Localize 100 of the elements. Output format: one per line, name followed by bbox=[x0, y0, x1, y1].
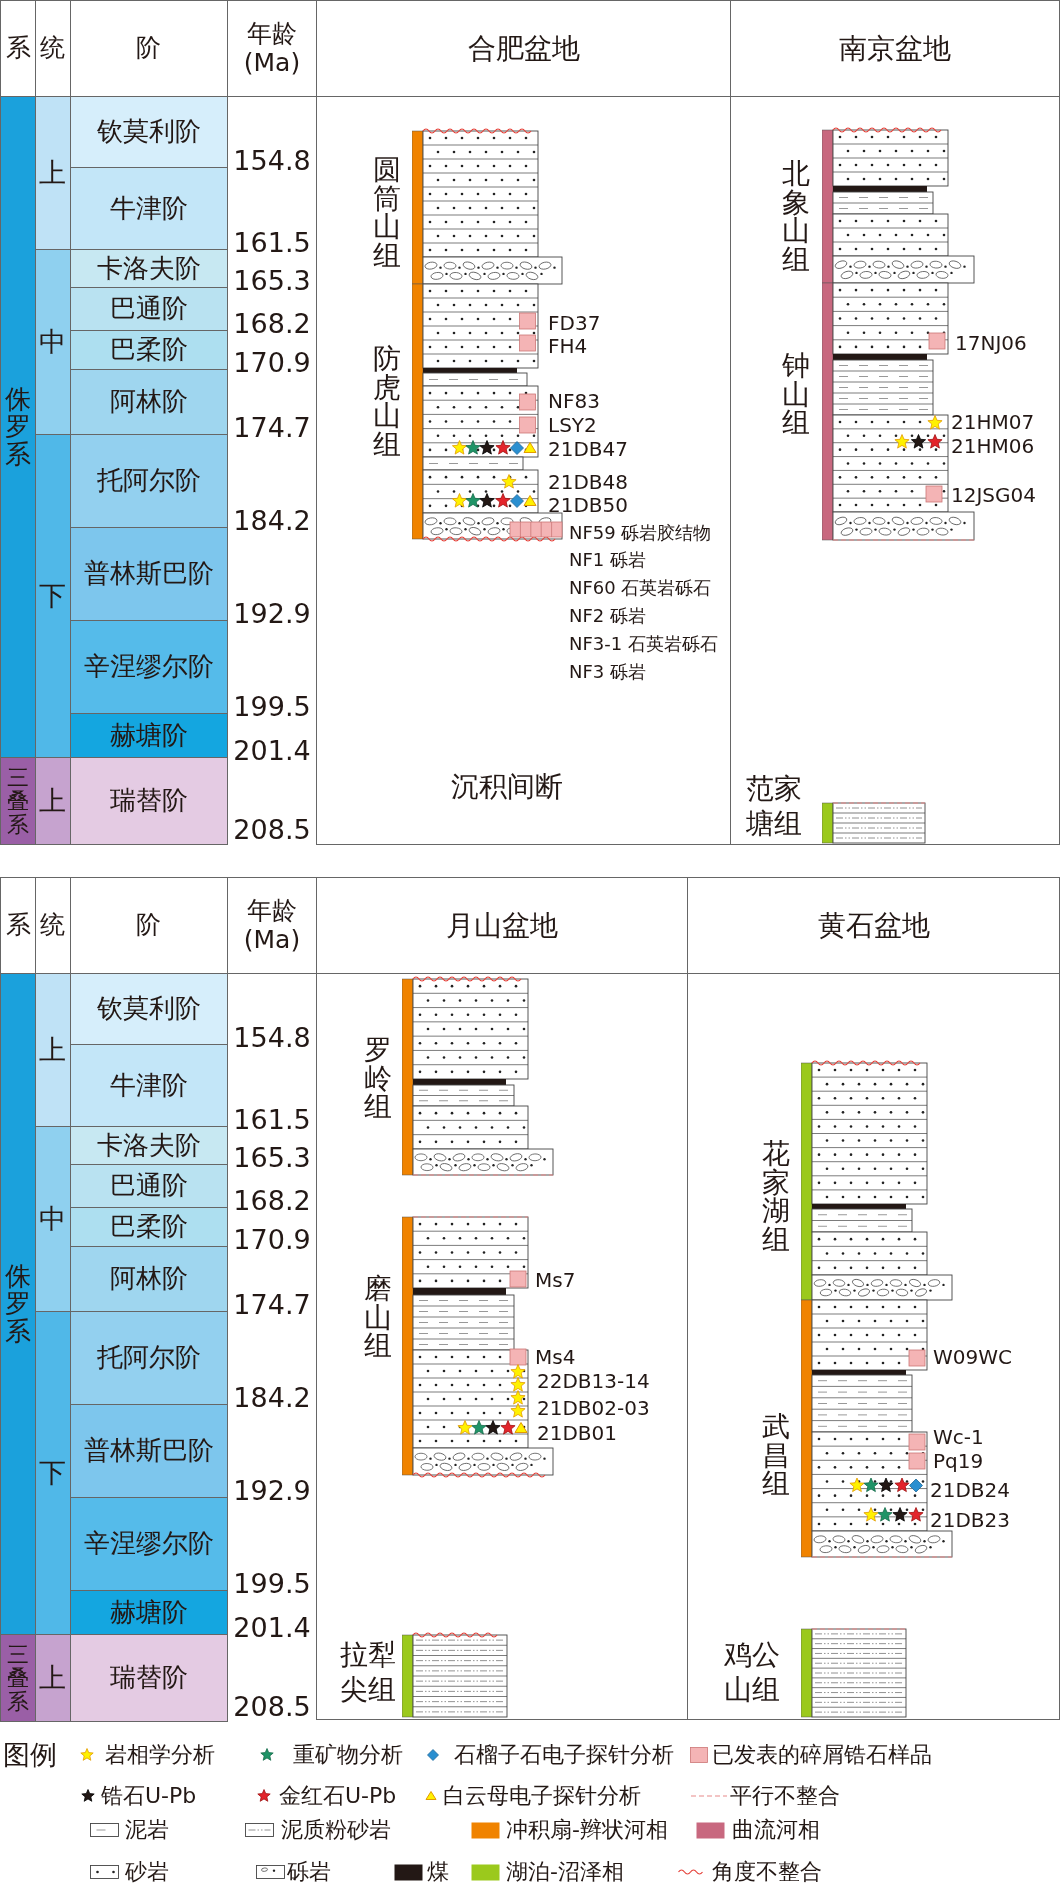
age-label: 192.9 bbox=[232, 1474, 312, 1508]
formation-name: 鸡公山组 bbox=[724, 1637, 781, 1707]
header-cell: 合肥盆地 bbox=[317, 1, 730, 97]
system-cell: 三叠系 bbox=[0, 1634, 36, 1722]
basin-panel bbox=[316, 0, 731, 845]
sample-label: 21DB47 bbox=[548, 437, 629, 461]
stage-cell: 钦莫利阶 bbox=[69, 973, 228, 1045]
sample-label: FH4 bbox=[548, 334, 588, 358]
legend-text: 岩相学分析 bbox=[105, 1742, 215, 1768]
stage-cell: 阿林阶 bbox=[69, 369, 228, 435]
series-cell: 上 bbox=[35, 96, 71, 250]
age-label: 161.5 bbox=[232, 1103, 312, 1137]
legend-text: 砂岩 bbox=[125, 1859, 169, 1884]
system-cell: 三叠系 bbox=[0, 757, 36, 845]
stage-cell: 普林斯巴阶 bbox=[69, 527, 228, 621]
age-label: 192.9 bbox=[232, 597, 312, 631]
formation-name: 防虎山组 bbox=[372, 344, 402, 460]
age-label: 208.5 bbox=[232, 1690, 312, 1724]
stage-cell: 钦莫利阶 bbox=[69, 96, 228, 168]
sample-label: NF83 bbox=[548, 389, 600, 413]
stage-cell: 巴通阶 bbox=[69, 287, 228, 331]
age-label: 154.8 bbox=[232, 1021, 312, 1055]
age-label: 201.4 bbox=[232, 734, 312, 768]
formation-name: 北象山组 bbox=[781, 159, 811, 275]
stage-cell: 托阿尔阶 bbox=[69, 434, 228, 528]
sample-label: Pq19 bbox=[933, 1449, 984, 1473]
formation-name: 武昌组 bbox=[761, 1413, 791, 1499]
sample-label: NF3 砾岩 bbox=[569, 661, 646, 683]
header-cell: 年龄 (Ma) bbox=[227, 0, 317, 97]
legend-text: 已发表的碎屑锆石样品 bbox=[712, 1742, 932, 1768]
legend-text: 曲流河相 bbox=[732, 1817, 820, 1843]
stage-cell: 托阿尔阶 bbox=[69, 1311, 228, 1405]
sample-label: NF1 砾岩 bbox=[569, 549, 646, 571]
sample-label: 12JSG04 bbox=[951, 483, 1036, 507]
sample-label: 21DB48 bbox=[548, 470, 629, 494]
sample-label: NF59 砾岩胶结物 bbox=[569, 522, 712, 544]
series-cell: 上 bbox=[35, 757, 71, 845]
series-cell: 上 bbox=[35, 1634, 71, 1722]
age-label: 199.5 bbox=[232, 1567, 312, 1601]
stage-cell: 赫塘阶 bbox=[69, 713, 228, 758]
stage-cell: 巴柔阶 bbox=[69, 1207, 228, 1247]
stage-cell: 瑞替阶 bbox=[69, 1634, 228, 1722]
age-label: 170.9 bbox=[232, 346, 312, 380]
basin-panel bbox=[316, 877, 688, 1720]
legend-text: 冲积扇-辫状河相 bbox=[506, 1817, 668, 1843]
sample-label: 21HM06 bbox=[951, 434, 1035, 458]
formation-name: 钟山组 bbox=[781, 352, 811, 438]
legend-text: 重矿物分析 bbox=[293, 1742, 403, 1768]
age-label: 161.5 bbox=[232, 226, 312, 260]
sample-label: 21DB24 bbox=[930, 1478, 1011, 1502]
sample-label: 21DB01 bbox=[537, 1421, 618, 1445]
formation-name: 磨山组 bbox=[363, 1275, 393, 1361]
stage-cell: 牛津阶 bbox=[69, 1044, 228, 1127]
stage-cell: 阿林阶 bbox=[69, 1246, 228, 1312]
age-label: 208.5 bbox=[232, 813, 312, 847]
sample-label: NF3-1 石英岩砾石 bbox=[569, 633, 718, 655]
stage-cell: 普林斯巴阶 bbox=[69, 1404, 228, 1498]
sample-label: 22DB13-14 bbox=[537, 1369, 650, 1393]
age-label: 168.2 bbox=[232, 1184, 312, 1218]
stage-cell: 牛津阶 bbox=[69, 167, 228, 250]
header-cell: 月山盆地 bbox=[317, 878, 687, 974]
legend-text: 白云母电子探针分析 bbox=[443, 1783, 641, 1809]
stage-cell: 瑞替阶 bbox=[69, 757, 228, 845]
sample-label: 21HM07 bbox=[951, 410, 1035, 434]
stage-cell: 巴通阶 bbox=[69, 1164, 228, 1208]
stage-cell: 辛涅缪尔阶 bbox=[69, 620, 228, 714]
note-text: 沉积间断 bbox=[451, 770, 563, 804]
legend-text: 湖泊-沼泽相 bbox=[506, 1859, 624, 1884]
age-label: 168.2 bbox=[232, 307, 312, 341]
series-cell: 上 bbox=[35, 973, 71, 1127]
sample-label: W09WC bbox=[933, 1345, 1012, 1369]
sample-label: Ms4 bbox=[535, 1345, 576, 1369]
legend-text: 煤 bbox=[427, 1859, 449, 1884]
stage-cell: 卡洛夫阶 bbox=[69, 1126, 228, 1165]
series-cell: 下 bbox=[35, 1311, 71, 1635]
age-label: 174.7 bbox=[232, 411, 312, 445]
sample-label: Ms7 bbox=[535, 1268, 576, 1292]
system-cell: 侏罗系 bbox=[0, 96, 36, 758]
legend-text: 金红石U-Pb bbox=[279, 1783, 397, 1809]
stage-cell: 辛涅缪尔阶 bbox=[69, 1497, 228, 1591]
age-label: 165.3 bbox=[232, 1141, 312, 1175]
sample-label: LSY2 bbox=[548, 413, 597, 437]
sample-label: 21DB50 bbox=[548, 493, 629, 517]
series-cell: 下 bbox=[35, 434, 71, 758]
formation-name: 圆筒山组 bbox=[372, 155, 402, 271]
stage-cell: 卡洛夫阶 bbox=[69, 249, 228, 288]
legend-title: 图例 bbox=[3, 1739, 57, 1771]
basin-panel bbox=[687, 877, 1060, 1720]
age-label: 201.4 bbox=[232, 1611, 312, 1645]
basin-panel bbox=[730, 0, 1060, 845]
legend-text: 角度不整合 bbox=[712, 1859, 822, 1884]
system-cell: 侏罗系 bbox=[0, 973, 36, 1635]
legend-text: 石榴子石电子探针分析 bbox=[454, 1742, 674, 1768]
stage-cell: 巴柔阶 bbox=[69, 330, 228, 370]
age-label: 199.5 bbox=[232, 690, 312, 724]
age-label: 184.2 bbox=[232, 504, 312, 538]
sample-label: 21DB23 bbox=[930, 1508, 1011, 1532]
series-cell: 中 bbox=[35, 249, 71, 435]
age-label: 154.8 bbox=[232, 144, 312, 178]
sample-label: Wc-1 bbox=[933, 1425, 984, 1449]
